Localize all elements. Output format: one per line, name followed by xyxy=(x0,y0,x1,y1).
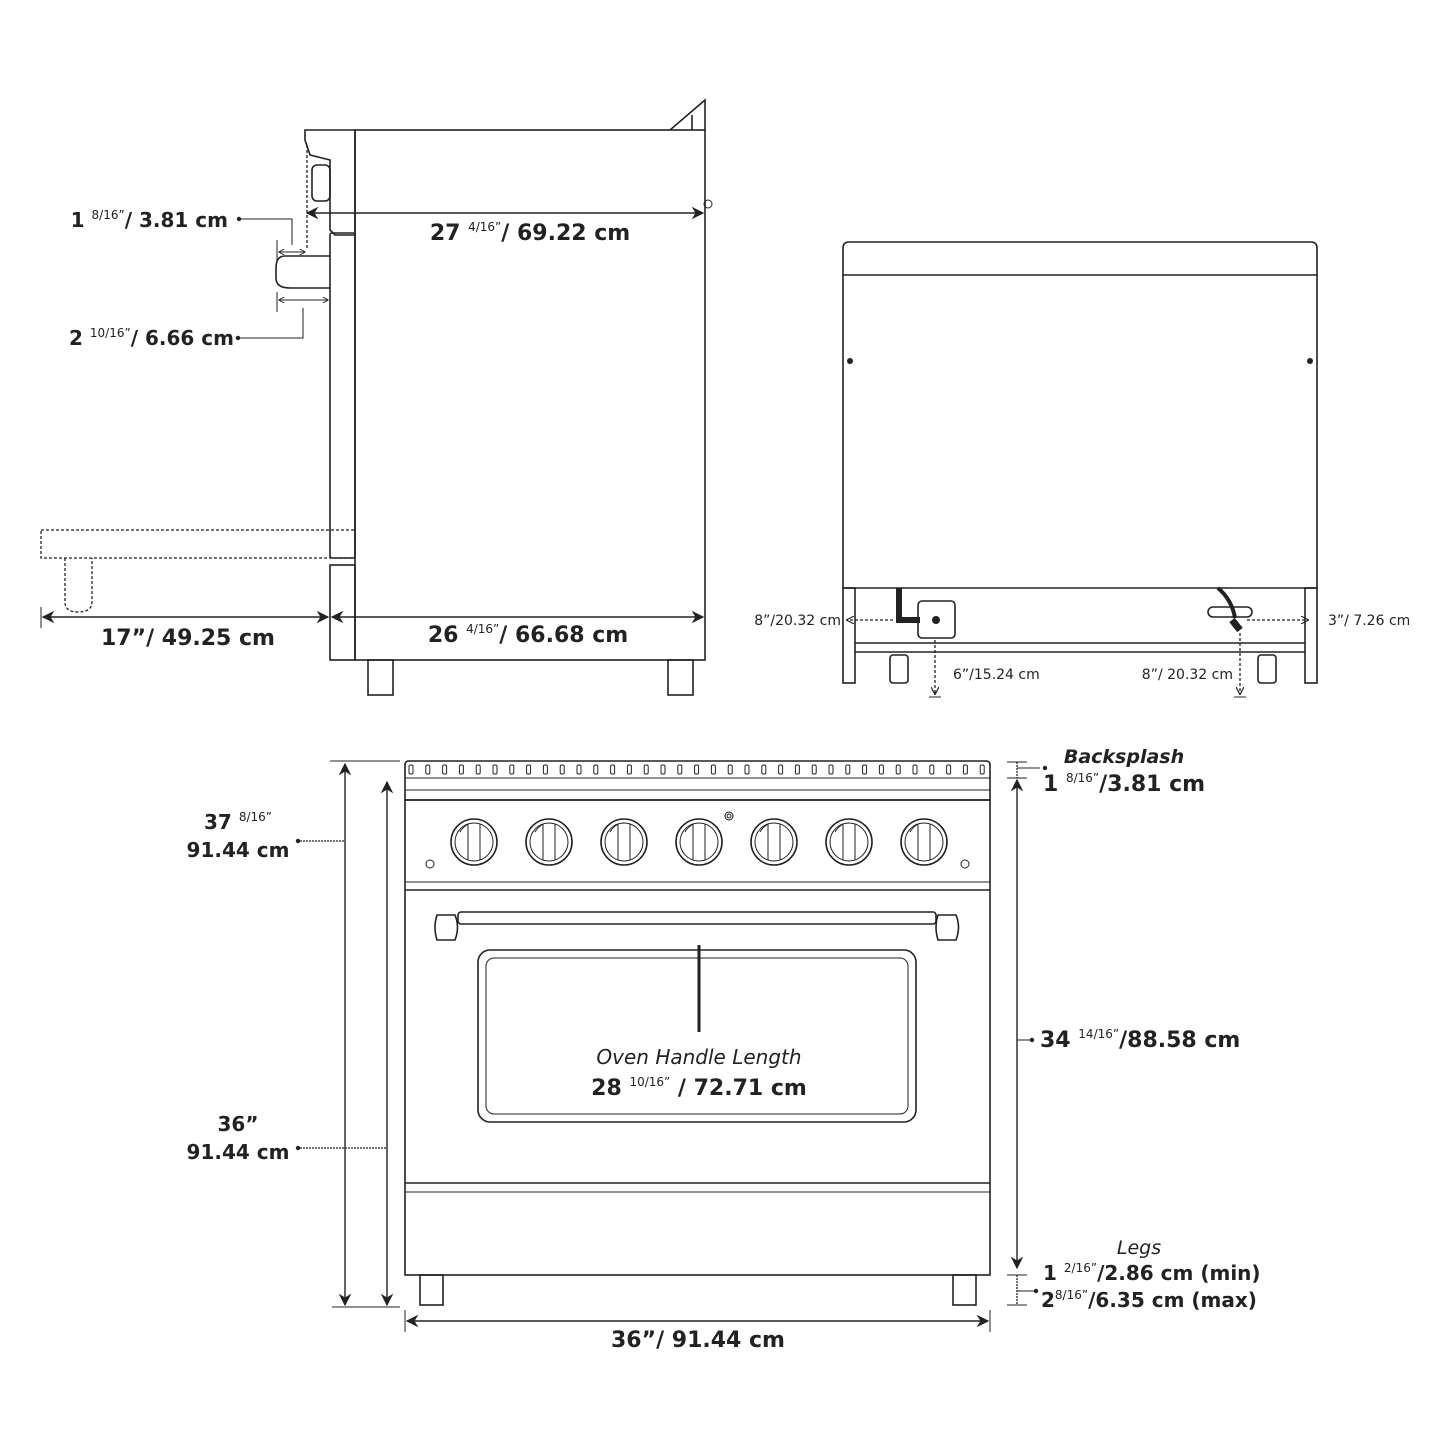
vent-slot xyxy=(962,764,968,775)
vent-slot xyxy=(593,764,599,775)
vent-slot xyxy=(492,764,498,775)
gas-from-floor-label: 6”/15.24 cm xyxy=(953,667,1040,683)
knob-icon[interactable] xyxy=(900,818,948,866)
side-backsplash xyxy=(669,98,706,131)
side-knob xyxy=(311,164,331,202)
oven-handle-length-label: 28 10/16” / 72.71 cm xyxy=(591,1075,807,1101)
vent-slot xyxy=(929,764,935,775)
plug-from-right-label: 3”/ 7.26 cm xyxy=(1328,613,1410,629)
backsplash-height-label: 1 8/16”/3.81 cm xyxy=(1043,771,1205,797)
cooktop-height-cm: 91.44 cm xyxy=(187,1140,290,1164)
backsplash-vents xyxy=(408,764,985,775)
knob-icon[interactable] xyxy=(525,818,573,866)
vent-slot xyxy=(828,764,834,775)
screw-icon xyxy=(425,859,435,869)
vent-slot xyxy=(626,764,632,775)
side-oven-handle xyxy=(275,255,330,289)
power-cord xyxy=(1216,586,1237,619)
legs-min-label: 1 2/16”/2.86 cm (min) xyxy=(1043,1261,1261,1285)
gas-from-left-label: 8”/20.32 cm xyxy=(754,613,841,629)
vent-slot xyxy=(643,764,649,775)
vent-slot xyxy=(761,764,767,775)
vent-slot xyxy=(727,764,733,775)
vent-slot xyxy=(458,764,464,775)
vent-slot xyxy=(442,764,448,775)
cooktop-height-label: 36” xyxy=(218,1112,259,1136)
front-body xyxy=(404,799,991,1276)
oven-handle-title: Oven Handle Length xyxy=(596,1045,801,1069)
vent-slot xyxy=(509,764,515,775)
front-leg xyxy=(952,1274,977,1306)
gas-inlet-box xyxy=(917,600,956,639)
vent-slot xyxy=(811,764,817,775)
vent-slot xyxy=(912,764,918,775)
side-leg xyxy=(667,659,694,696)
side-view: 27 4/16”/ 69.22 cm 26 4/16”/ 66.68 cm 17… xyxy=(40,98,713,696)
open-door-handle-outline xyxy=(64,558,93,613)
back-foot xyxy=(1257,654,1277,684)
width-label: 36”/ 91.44 cm xyxy=(611,1328,785,1353)
knob-icon[interactable] xyxy=(675,818,723,866)
gas-pipe xyxy=(896,588,920,623)
side-oven-door xyxy=(329,232,356,559)
vent-slot xyxy=(878,764,884,775)
vent-slot xyxy=(677,764,683,775)
front-backsplash xyxy=(404,760,991,801)
vent-slot xyxy=(425,764,431,775)
body-height-label: 34 14/16”/88.58 cm xyxy=(1040,1027,1240,1053)
knob-depth-label: 1 8/16”/ 3.81 cm xyxy=(71,208,228,232)
plug-from-floor-label: 8”/ 20.32 cm xyxy=(1142,667,1233,683)
vent-slot xyxy=(778,764,784,775)
side-body xyxy=(354,129,706,661)
back-view: 8”/20.32 cm 6”/15.24 cm 3”/ 7.26 cm 8”/ … xyxy=(754,241,1410,698)
back-foot xyxy=(889,654,909,684)
vent-slot xyxy=(526,764,532,775)
vent-slot xyxy=(694,764,700,775)
vent-slot xyxy=(895,764,901,775)
total-height-cm: 91.44 cm xyxy=(187,838,290,862)
overall-depth-label: 27 4/16”/ 69.22 cm xyxy=(430,220,630,246)
vent-slot xyxy=(710,764,716,775)
knob-icon[interactable] xyxy=(825,818,873,866)
vent-slot xyxy=(862,764,868,775)
vent-slot xyxy=(576,764,582,775)
vent-slot xyxy=(559,764,565,775)
legs-max-label: 28/16”/6.35 cm (max) xyxy=(1041,1288,1257,1312)
vent-slot xyxy=(660,764,666,775)
door-open-clearance-label: 17”/ 49.25 cm xyxy=(101,626,275,651)
backsplash-title: Backsplash xyxy=(1064,746,1184,768)
screw-icon xyxy=(960,859,970,869)
oven-handle xyxy=(457,911,937,925)
vent-slot xyxy=(408,764,414,775)
cord-bracket xyxy=(1207,606,1253,618)
cabinet-depth-label: 26 4/16”/ 66.68 cm xyxy=(428,622,628,648)
vent-slot xyxy=(979,764,985,775)
front-view: Oven Handle Length 28 10/16” / 72.71 cm … xyxy=(187,746,1261,1353)
knob-icon[interactable] xyxy=(450,818,498,866)
knob-icon[interactable] xyxy=(600,818,648,866)
total-height-label: 37 8/16” xyxy=(204,810,272,834)
vent-slot xyxy=(946,764,952,775)
vent-slot xyxy=(794,764,800,775)
side-drawer xyxy=(329,564,356,661)
oven-window xyxy=(477,949,917,1123)
legs-title: Legs xyxy=(1117,1237,1161,1259)
vent-slot xyxy=(475,764,481,775)
handle-depth-label: 2 10/16”/ 6.66 cm xyxy=(69,326,234,350)
vent-slot xyxy=(610,764,616,775)
front-leg xyxy=(419,1274,444,1306)
handle-caps xyxy=(434,914,960,941)
vent-slot xyxy=(744,764,750,775)
knob-icon[interactable] xyxy=(750,818,798,866)
vent-slot xyxy=(542,764,548,775)
back-panel xyxy=(842,241,1318,589)
side-leg xyxy=(367,659,394,696)
open-door-outline xyxy=(40,529,356,559)
vent-slot xyxy=(845,764,851,775)
control-knobs xyxy=(450,818,948,866)
